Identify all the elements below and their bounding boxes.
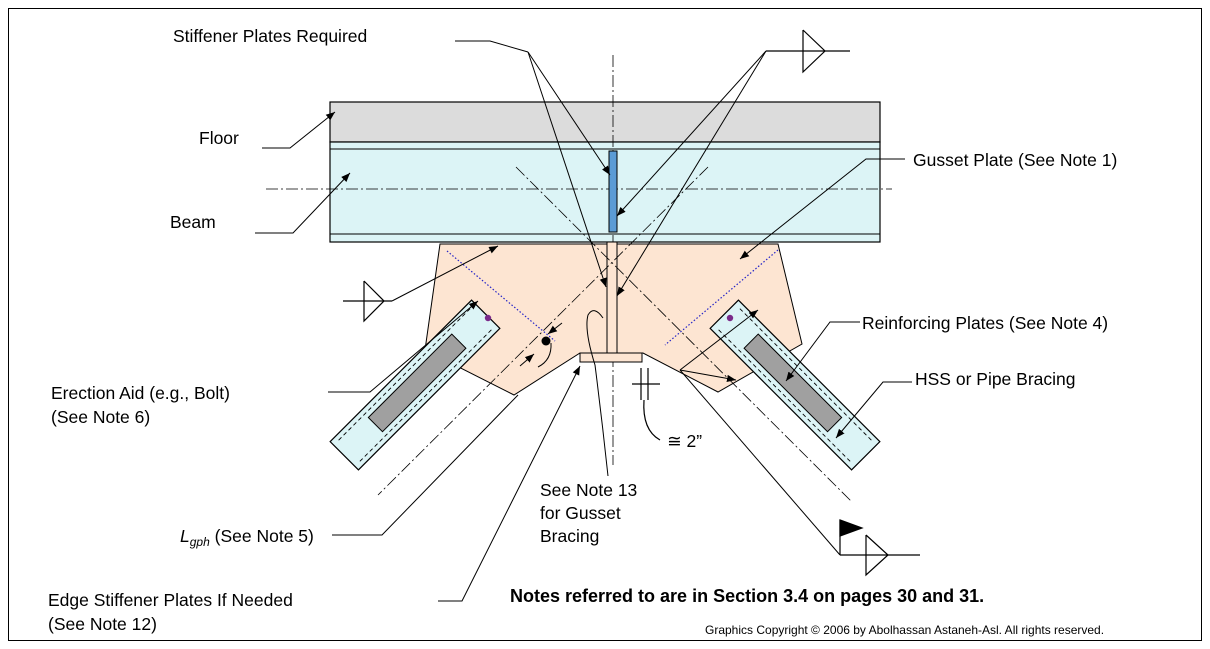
leader-beam (255, 172, 351, 234)
lgph-arc (537, 342, 552, 368)
label-gusset-plate: Gusset Plate (See Note 1) (913, 150, 1118, 170)
right-reinforcing-plate (743, 333, 843, 433)
label-edge-stiffener-note: (See Note 12) (48, 614, 157, 634)
label-reinforcing-plates: Reinforcing Plates (See Note 4) (862, 313, 1109, 333)
note13-curve (586, 310, 609, 477)
leader-floor (262, 111, 336, 149)
edge-stiffener-plate (579, 352, 643, 363)
left-brace-bolt-marker (484, 314, 492, 322)
label-edge-stiffener: Edge Stiffener Plates If Needed (48, 590, 293, 610)
label-floor: Floor (199, 128, 239, 148)
leader-edge (438, 365, 581, 602)
right-brace-bolt-marker (726, 314, 734, 322)
label-lgph-subscript: gph (189, 535, 210, 549)
label-stiffener-plates: Stiffener Plates Required (173, 26, 368, 46)
label-beam: Beam (170, 212, 216, 232)
right-dotted-line (664, 249, 779, 346)
weld-symbol-top (766, 29, 850, 74)
beam (329, 141, 881, 243)
leader-lgph (332, 394, 519, 536)
label-note13-line3: Bracing (540, 526, 600, 546)
leader-gusset (739, 158, 905, 260)
label-lgph-note: (See Note 5) (209, 526, 314, 546)
left-dotted-line (446, 250, 556, 342)
left-reinforcing-plate (367, 333, 467, 433)
label-erection-aid-note: (See Note 6) (51, 407, 151, 427)
label-lgph-symbol: L (180, 526, 190, 546)
leader-erection (328, 300, 479, 393)
label-note13-line2: for Gusset (540, 503, 621, 523)
right-brace-centerline (515, 166, 853, 503)
erection-aid-bolt (541, 336, 551, 346)
label-erection-aid: Erection Aid (e.g., Bolt) (51, 383, 230, 403)
leader-stiffener (455, 40, 529, 53)
label-copyright: Graphics Copyright © 2006 by Abolhassan … (705, 623, 1105, 637)
label-approx-2in: ≅ 2” (667, 431, 703, 451)
web-stiffener-plate (608, 150, 618, 233)
leader-reinforcing (785, 321, 860, 382)
label-notes-reference: Notes referred to are in Section 3.4 on … (510, 586, 985, 606)
dimension-marker (632, 368, 661, 441)
label-note13-line1: See Note 13 (540, 480, 638, 500)
right-brace (709, 299, 881, 471)
left-brace (329, 299, 501, 471)
left-brace-centerline (377, 166, 709, 496)
diagram-frame (8, 8, 1202, 641)
label-hss-bracing: HSS or Pipe Bracing (915, 369, 1076, 389)
leader-hss (835, 381, 912, 439)
floor-slab (329, 101, 881, 143)
weld-symbol-left (343, 280, 392, 323)
weld-symbol-bottom (839, 519, 920, 577)
label-lgph: Lgph (See Note 5) (180, 526, 314, 549)
